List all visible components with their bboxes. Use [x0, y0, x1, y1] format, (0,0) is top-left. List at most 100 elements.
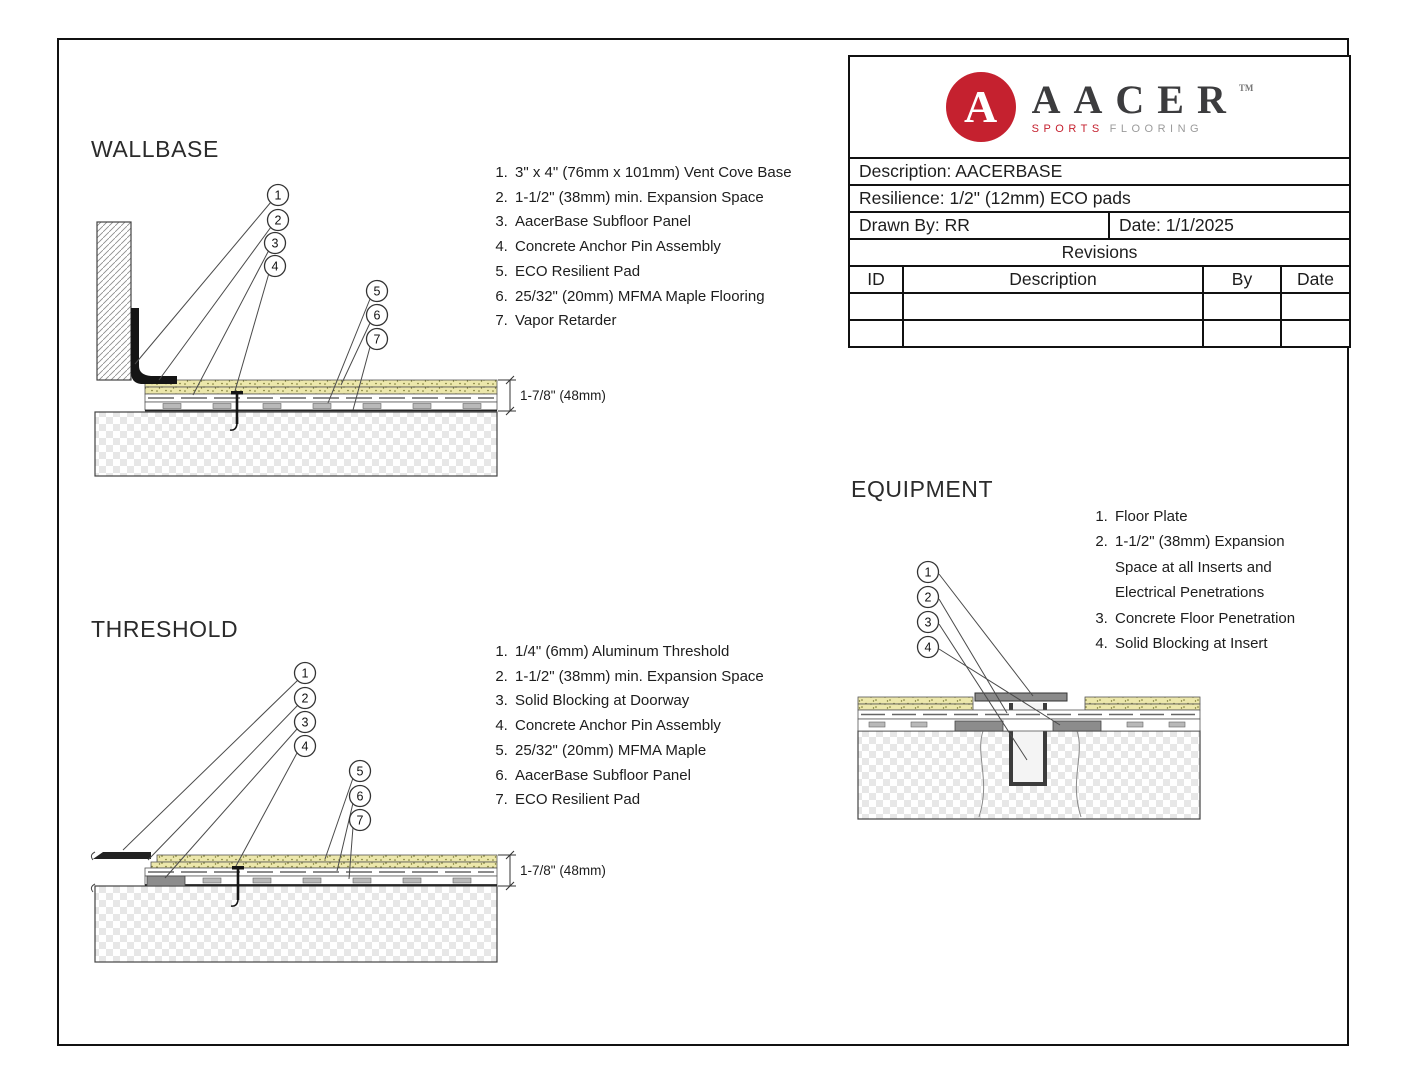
legend-item: ECO Resilient Pad — [512, 260, 847, 285]
description-row: Description: AACERBASE — [850, 157, 1349, 184]
threshold-detail-drawing: 1-7/8" (48mm) 1 2 3 4 5 6 7 — [90, 661, 606, 963]
equipment-callouts: 1 2 3 4 — [916, 560, 940, 659]
trademark-symbol: TM — [1238, 82, 1254, 93]
rev-cell — [850, 321, 902, 346]
solid-blocking — [146, 875, 186, 887]
rev-col-description: Description — [902, 267, 1202, 292]
callout-2: 2 — [275, 214, 282, 228]
wallbase-legend-list: 3" x 4" (76mm x 101mm) Vent Cove Base1-1… — [489, 161, 847, 334]
legend-item: 25/32" (20mm) MFMA Maple — [512, 739, 847, 764]
threshold-callouts: 1 2 3 4 5 6 7 — [293, 661, 372, 832]
tagline-sports: SPORTS — [1031, 122, 1104, 135]
equipment-legend-list: Floor Plate1-1/2" (38mm) Expansion Space… — [1089, 504, 1330, 656]
callout-7: 7 — [357, 814, 364, 828]
legend-item: Concrete Floor Penetration — [1112, 606, 1330, 631]
threshold-concrete-slab — [94, 885, 498, 963]
brand-tagline: SPORTS FLOORING — [1032, 123, 1254, 135]
rev-cell — [1202, 294, 1280, 319]
rev-cell — [1202, 321, 1280, 346]
threshold-section-title: THRESHOLD — [91, 616, 239, 642]
rev-cell — [1280, 294, 1349, 319]
logo-letter: A — [964, 81, 998, 132]
callout-5: 5 — [374, 285, 381, 299]
threshold-legend-list: 1/4" (6mm) Aluminum Threshold1-1/2" (38m… — [489, 640, 847, 813]
vent-cove-base — [131, 308, 177, 384]
anchor-pin — [230, 866, 244, 907]
wallbase-dimension-text: 1-7/8" (48mm) — [520, 388, 606, 403]
legend-item: Concrete Anchor Pin Assembly — [512, 235, 847, 260]
date-text: Date: 1/1/2025 — [1108, 213, 1349, 238]
legend-item: Floor Plate — [1112, 504, 1330, 529]
legend-item: 1-1/2" (38mm) min. Expansion Space — [512, 186, 847, 211]
callout-3: 3 — [302, 716, 309, 730]
legend-item: ECO Resilient Pad — [512, 788, 847, 813]
callout-3: 3 — [272, 237, 279, 251]
callout-1: 1 — [302, 667, 309, 681]
resilience-text: Resilience: 1/2" (12mm) ECO pads — [859, 188, 1131, 208]
tagline-flooring: FLOORING — [1109, 122, 1204, 135]
legend-item: AacerBase Subfloor Panel — [512, 764, 847, 789]
drawn-by-text: Drawn By: RR — [859, 215, 970, 235]
rev-cell — [902, 294, 1202, 319]
aacer-logo-icon: A — [945, 72, 1016, 142]
legend-item: Solid Blocking at Insert — [1112, 631, 1330, 656]
callout-1: 1 — [275, 189, 282, 203]
legend-item: AacerBase Subfloor Panel — [512, 210, 847, 235]
revisions-header: Revisions — [850, 238, 1349, 265]
threshold-leader-lines — [122, 679, 354, 880]
rev-cell — [1280, 321, 1349, 346]
wallbase-concrete-slab — [94, 411, 498, 477]
legend-item: 1-1/2" (38mm) min. Expansion Space — [512, 665, 847, 690]
title-block: A AACERTM SPORTS FLOORING Description: AA… — [848, 55, 1351, 348]
wallbase-detail-drawing: 1-7/8" (48mm) 1 2 3 4 5 6 7 — [94, 183, 606, 477]
callout-7: 7 — [374, 333, 381, 347]
equipment-detail-drawing: 1 2 3 4 — [857, 560, 1201, 820]
callout-6: 6 — [357, 790, 364, 804]
threshold-dimension: 1-7/8" (48mm) — [498, 850, 606, 891]
rev-col-id: ID — [867, 269, 885, 289]
wallbase-floor-layers — [144, 379, 498, 412]
callout-2: 2 — [302, 692, 309, 706]
drawnby-date-row: Drawn By: RR Date: 1/1/2025 — [850, 211, 1349, 238]
legend-item: Concrete Anchor Pin Assembly — [512, 714, 847, 739]
callout-1: 1 — [925, 566, 932, 580]
rev-cell — [902, 321, 1202, 346]
revision-empty-row — [850, 292, 1349, 319]
resilient-pads — [162, 403, 482, 409]
legend-item: 3" x 4" (76mm x 101mm) Vent Cove Base — [512, 161, 847, 186]
threshold-dimension-text: 1-7/8" (48mm) — [520, 863, 606, 878]
wallbase-wall-section — [96, 221, 132, 381]
callout-3: 3 — [925, 616, 932, 630]
legend-item: 1-1/2" (38mm) Expansion Space at all Ins… — [1112, 529, 1330, 605]
legend-item: 1/4" (6mm) Aluminum Threshold — [512, 640, 847, 665]
callout-2: 2 — [925, 591, 932, 605]
description-text: Description: AACERBASE — [859, 161, 1063, 181]
break-marks — [90, 851, 96, 893]
revisions-column-headers: ID Description By Date — [850, 265, 1349, 292]
wallbase-section-title: WALLBASE — [91, 136, 219, 162]
resilient-pads — [868, 721, 1186, 728]
revision-empty-row — [850, 319, 1349, 346]
wallbase-dimension: 1-7/8" (48mm) — [498, 375, 606, 416]
legend-item: Solid Blocking at Doorway — [512, 689, 847, 714]
brand-name: AACERTM — [1032, 79, 1254, 120]
logo-text: AACERTM SPORTS FLOORING — [1032, 79, 1254, 135]
resilient-pads — [202, 877, 472, 884]
wallbase-callouts: 1 2 3 4 5 6 7 — [263, 183, 389, 351]
equipment-section-title: EQUIPMENT — [851, 476, 994, 502]
rev-cell — [850, 294, 902, 319]
rev-col-date: Date — [1280, 267, 1349, 292]
resilience-row: Resilience: 1/2" (12mm) ECO pads — [850, 184, 1349, 211]
callout-5: 5 — [357, 765, 364, 779]
solid-blocking-at-insert — [954, 720, 1102, 732]
callout-4: 4 — [302, 740, 309, 754]
wallbase-leader-lines — [134, 201, 371, 411]
legend-item: 25/32" (20mm) MFMA Maple Flooring — [512, 285, 847, 310]
rev-col-by: By — [1202, 267, 1280, 292]
floor-plate — [974, 692, 1068, 702]
anchor-pin — [229, 391, 243, 431]
aluminum-threshold — [93, 852, 151, 859]
callout-4: 4 — [272, 260, 279, 274]
callout-4: 4 — [925, 641, 932, 655]
equipment-leader-lines — [938, 573, 1061, 761]
